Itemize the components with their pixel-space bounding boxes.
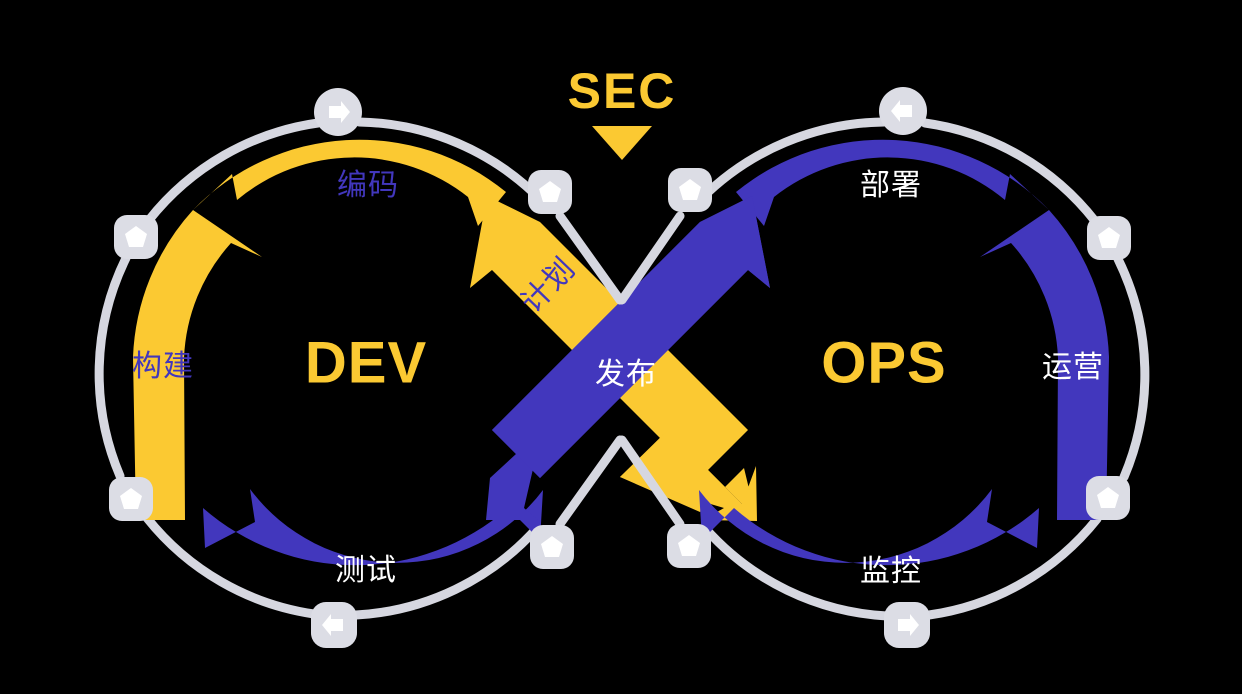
ring-node[interactable]: [311, 602, 357, 648]
ring-node[interactable]: [884, 602, 930, 648]
ring-node[interactable]: [530, 525, 574, 569]
ring-node[interactable]: [314, 88, 362, 136]
ring-node[interactable]: [668, 168, 712, 212]
ring-node[interactable]: [667, 524, 711, 568]
ring-node[interactable]: [879, 87, 927, 135]
sec-arrow-icon: [592, 126, 652, 160]
ring-node-group[interactable]: [109, 87, 1131, 648]
ring-node[interactable]: [1087, 216, 1131, 260]
ring-node[interactable]: [114, 215, 158, 259]
ring-node[interactable]: [1086, 476, 1130, 520]
outer-ring-arcs: [94, 117, 1150, 621]
ring-node[interactable]: [109, 477, 153, 521]
dev-purple-arc: [203, 489, 543, 566]
ring-node[interactable]: [528, 170, 572, 214]
release-band-overlay: [492, 196, 770, 478]
inner-v-connectors: [555, 211, 685, 529]
